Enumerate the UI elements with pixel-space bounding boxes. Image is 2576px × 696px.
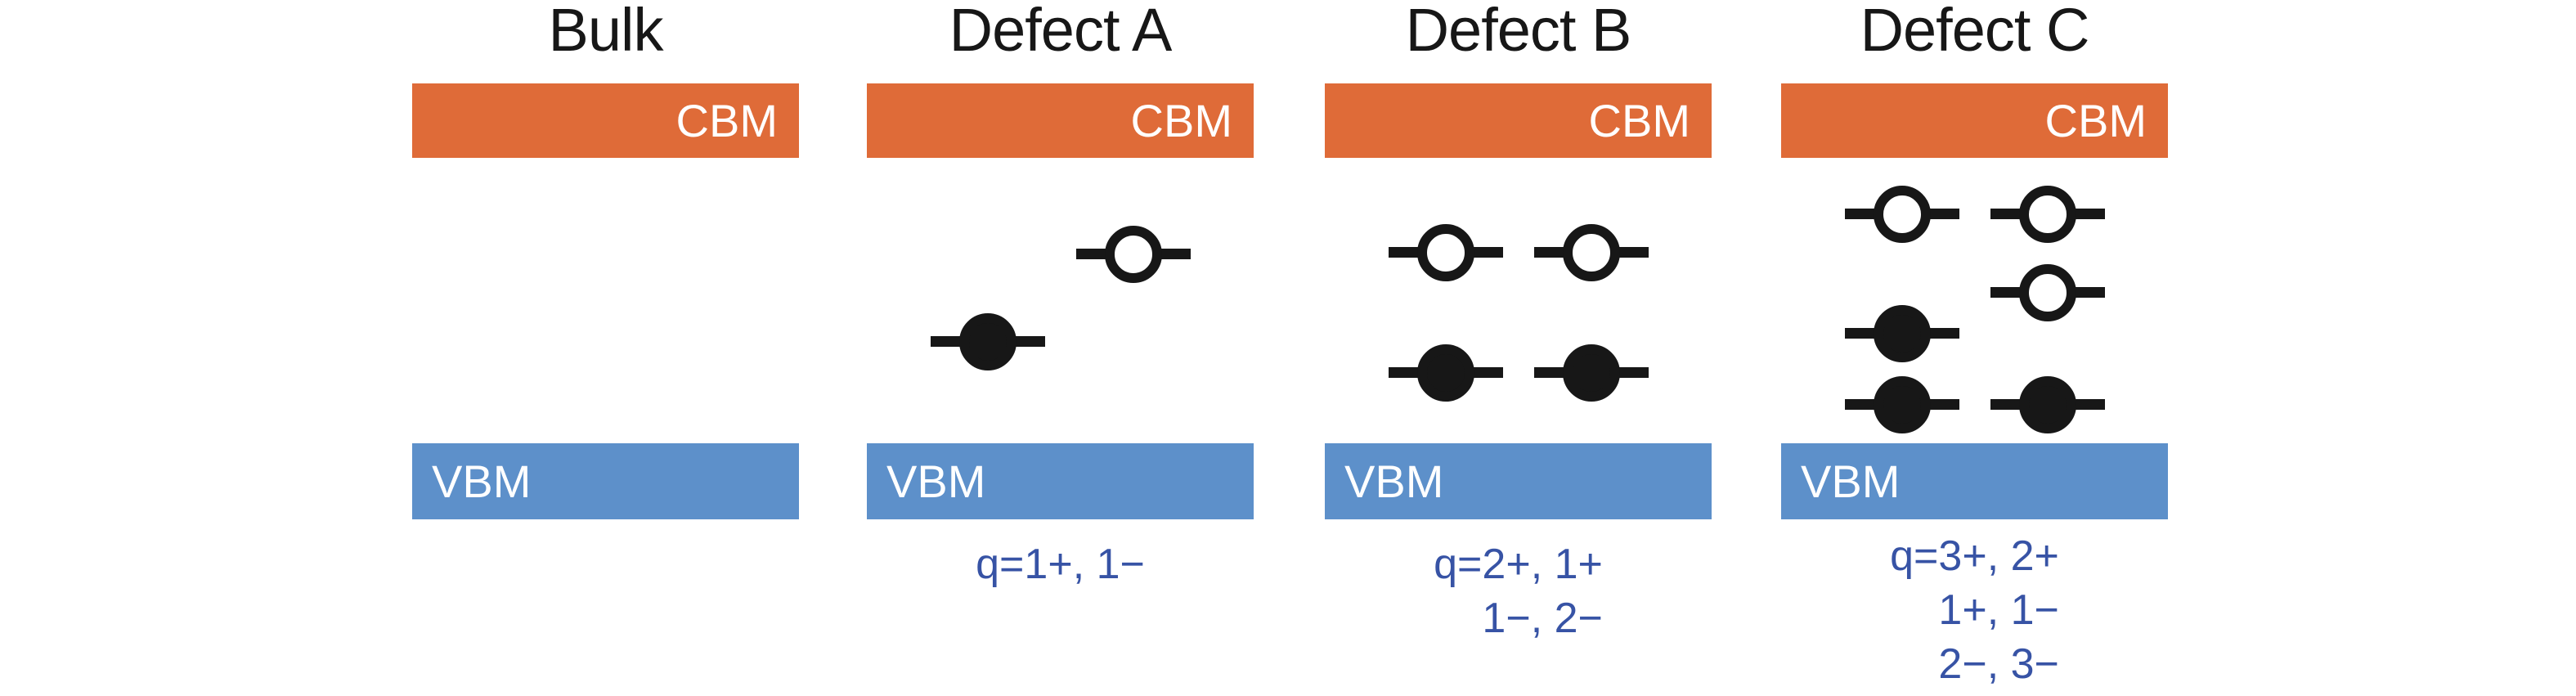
charge-states-text-line: q=1+, 1− xyxy=(976,541,1145,588)
open-electron-circle-symbol xyxy=(1417,224,1474,281)
cbm-band-bar: CBM xyxy=(1781,83,2168,158)
defect-levels-area xyxy=(1325,0,1712,696)
open-electron-circle-symbol xyxy=(1874,186,1931,243)
defect-levels-area xyxy=(1781,0,2168,696)
panel-title: Defect C xyxy=(1860,0,2090,64)
panel-defect-a: Defect A CBM VBM q=1+, 1− xyxy=(867,0,1254,696)
charge-states-text-line: q=2+, 1+ xyxy=(1434,541,1603,588)
vbm-label: VBM xyxy=(432,455,532,507)
filled-electron-circle-symbol xyxy=(959,313,1016,370)
vbm-label: VBM xyxy=(1344,455,1444,507)
panel-title: Bulk xyxy=(548,0,664,64)
charge-states-text-line: 1−, 2− xyxy=(1482,595,1603,642)
panel-defect-c: Defect C CBM VBM q=3+, 2+ 1+, 1− 2−, 3− xyxy=(1781,0,2168,696)
cbm-label: CBM xyxy=(1588,94,1690,146)
charge-states-text-line: q=3+, 2+ xyxy=(1890,532,2059,580)
panel-defect-b: Defect B CBM VBM q=2+, 1+ 1−, 2− xyxy=(1325,0,1712,696)
vbm-band-bar: VBM xyxy=(867,443,1254,519)
cbm-label: CBM xyxy=(1130,94,1232,146)
cbm-band-bar: CBM xyxy=(412,83,799,158)
open-electron-circle-symbol xyxy=(1563,224,1620,281)
filled-electron-circle-symbol xyxy=(1417,344,1474,402)
charge-states-text-line: 1+, 1− xyxy=(1938,586,2059,634)
cbm-band-bar: CBM xyxy=(867,83,1254,158)
vbm-label: VBM xyxy=(886,455,986,507)
filled-electron-circle-symbol xyxy=(1874,305,1931,362)
cbm-band-bar: CBM xyxy=(1325,83,1712,158)
panel-title: Defect A xyxy=(949,0,1173,64)
charge-states-label: q=1+, 1− xyxy=(976,537,1145,591)
vbm-band-bar: VBM xyxy=(1781,443,2168,519)
filled-electron-circle-symbol xyxy=(1874,376,1931,433)
charge-states-label: q=3+, 2+ 1+, 1− 2−, 3− xyxy=(1890,529,2059,691)
defect-levels-area xyxy=(867,0,1254,696)
panel-bulk: Bulk CBM VBM xyxy=(412,0,799,696)
vbm-label: VBM xyxy=(1801,455,1901,507)
filled-electron-circle-symbol xyxy=(2019,376,2076,433)
panel-title: Defect B xyxy=(1405,0,1632,64)
cbm-label: CBM xyxy=(2044,94,2147,146)
cbm-label: CBM xyxy=(675,94,778,146)
filled-electron-circle-symbol xyxy=(1563,344,1620,402)
open-electron-circle-symbol xyxy=(1105,226,1162,283)
open-electron-circle-symbol xyxy=(2019,264,2076,321)
open-electron-circle-symbol xyxy=(2019,186,2076,243)
vbm-band-bar: VBM xyxy=(1325,443,1712,519)
charge-states-label: q=2+, 1+ 1−, 2− xyxy=(1434,537,1603,645)
charge-states-text-line: 2−, 3− xyxy=(1938,640,2059,688)
defect-levels-area xyxy=(412,0,799,696)
vbm-band-bar: VBM xyxy=(412,443,799,519)
